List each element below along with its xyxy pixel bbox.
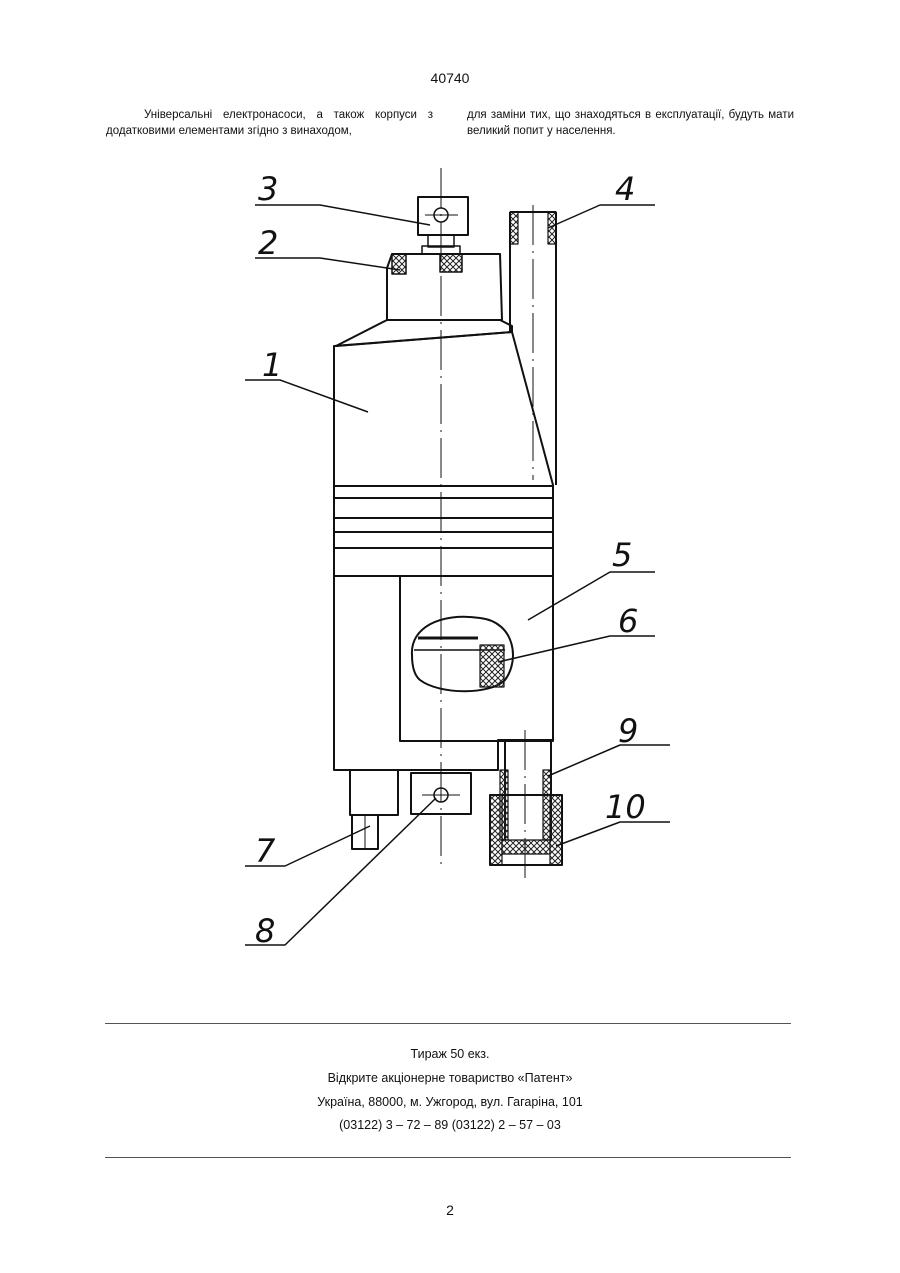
label-part-4: 4 [615, 170, 635, 208]
label-part-9: 9 [618, 712, 638, 750]
page-number: 2 [0, 1202, 900, 1218]
footer-publisher: Відкрите акціонерне товариство «Патент» [0, 1071, 900, 1085]
part-7-fitting [350, 770, 398, 815]
footer-phones: (03122) 3 – 72 – 89 (03122) 2 – 57 – 03 [0, 1118, 900, 1132]
label-part-2: 2 [258, 224, 278, 262]
label-part-8: 8 [255, 912, 275, 950]
part-3-bracket [418, 197, 468, 235]
label-part-10: 10 [605, 788, 646, 826]
label-part-6: 6 [618, 602, 638, 640]
label-part-5: 5 [612, 536, 632, 574]
label-part-7: 7 [255, 832, 276, 870]
part-5-housing [400, 576, 553, 741]
footer-divider-top [105, 1023, 791, 1024]
footer-address: Україна, 88000, м. Ужгород, вул. Гагарін… [0, 1095, 900, 1109]
footer-circulation: Тираж 50 екз. [0, 1047, 900, 1061]
part-1-body [334, 332, 553, 576]
label-part-3: 3 [258, 170, 278, 208]
footer-divider-bottom [105, 1157, 791, 1158]
label-part-1: 1 [262, 346, 282, 384]
